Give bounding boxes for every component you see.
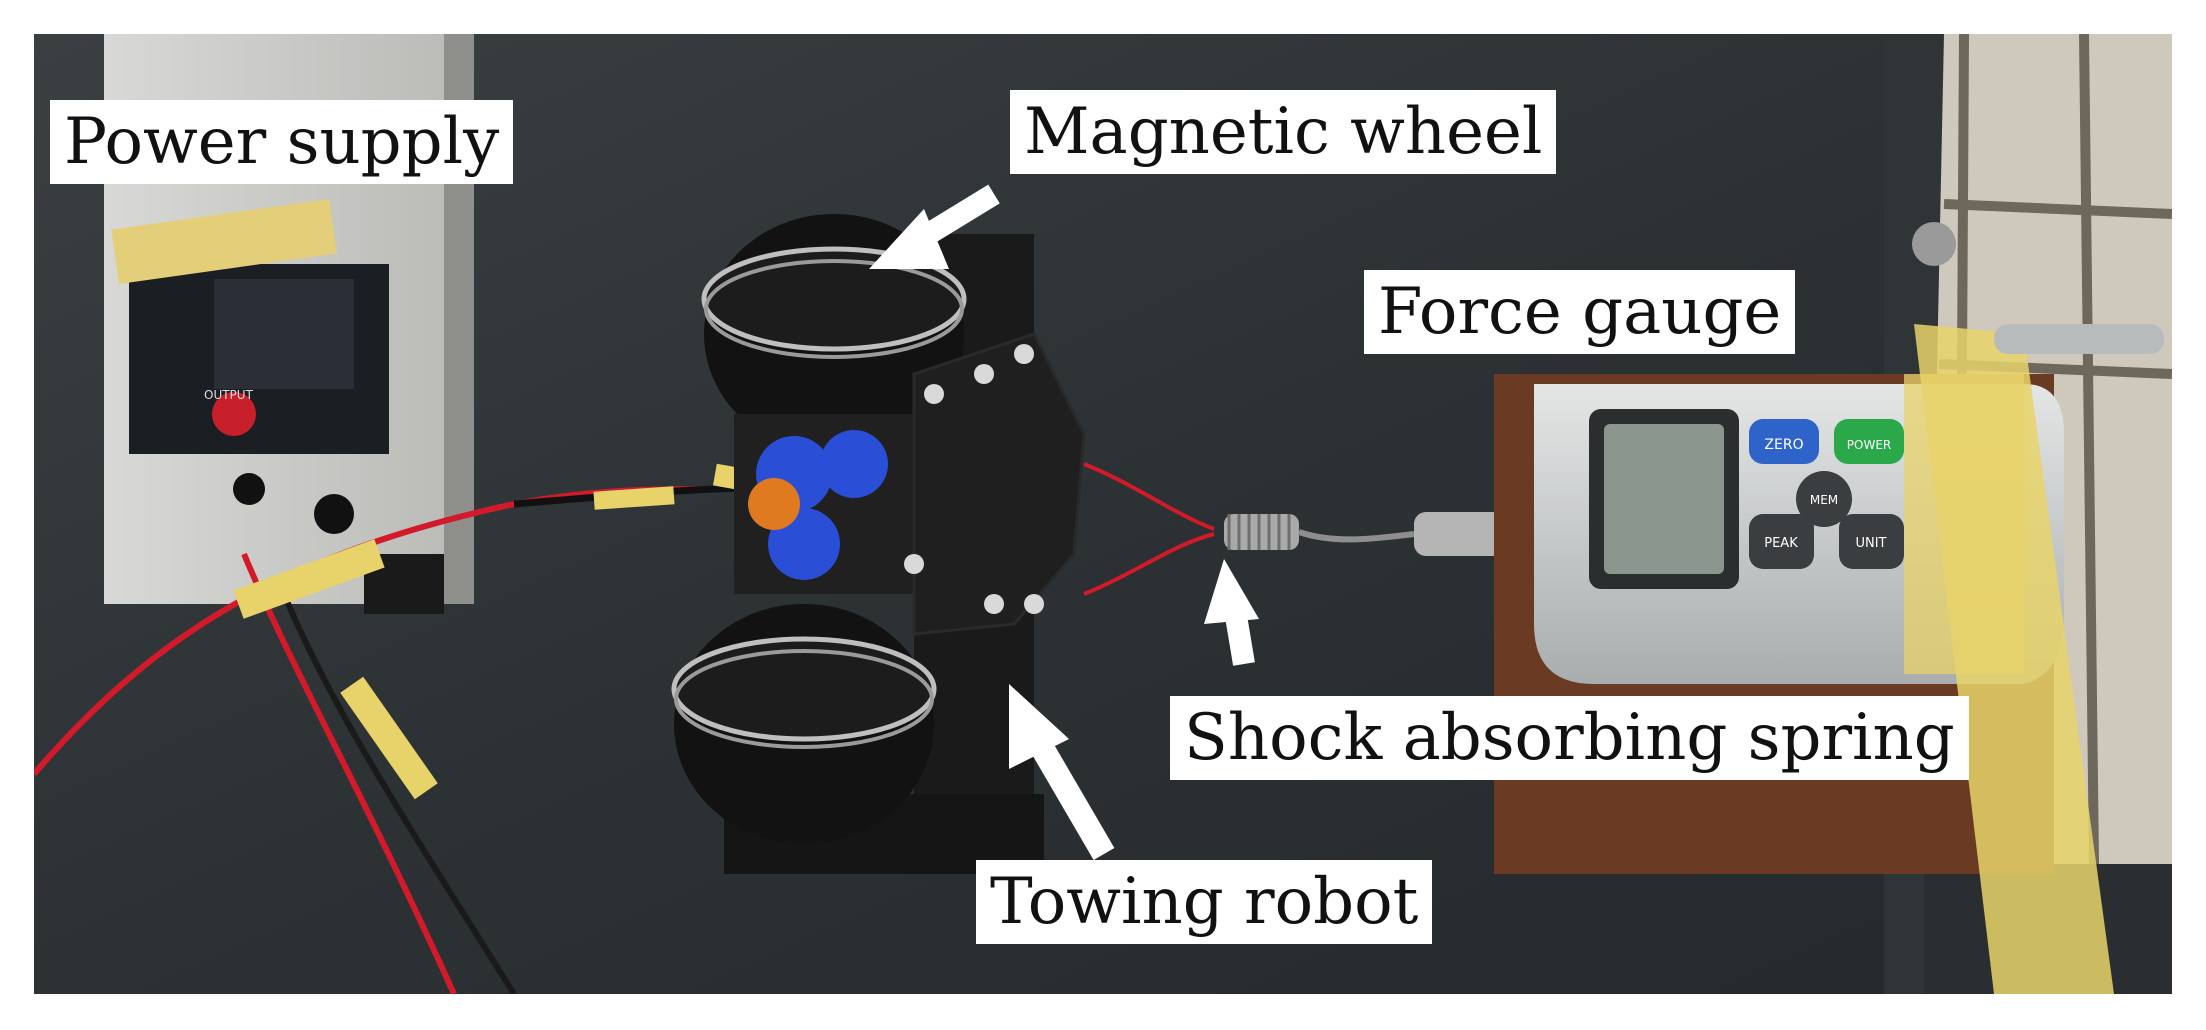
gauge-power-text: POWER (1847, 438, 1891, 452)
gauge-peak-text: PEAK (1764, 536, 1798, 551)
arrow-magnetic-wheel-icon (869, 209, 949, 269)
label-shock-absorbing-spring: Shock absorbing spring (1170, 696, 1969, 780)
arrow-towing-robot-icon (1009, 684, 1069, 769)
gauge-mem-text: MEM (1810, 493, 1838, 507)
arrow-spring-icon (1204, 559, 1259, 624)
label-force-gauge: Force gauge (1364, 270, 1796, 354)
orange-gear-icon (748, 478, 800, 530)
annotation-arrows (869, 184, 1259, 861)
gauge-power-button (1834, 419, 1904, 464)
label-towing-robot: Towing robot (976, 860, 1433, 944)
gauge-zero-text: ZERO (1764, 437, 1803, 453)
towing-robot (671, 214, 1086, 874)
label-power-supply: Power supply (50, 100, 514, 184)
gauge-unit-text: UNIT (1855, 536, 1886, 551)
gauge-zero-button (1749, 419, 1819, 464)
force-gauge-device: ZERO POWER MEM PEAK UNIT (1494, 222, 2164, 994)
output-button-icon (212, 392, 256, 436)
tow-wires (1083, 462, 1215, 596)
power-supply-output-text: OUTPUT (204, 388, 254, 402)
label-magnetic-wheel: Magnetic wheel (1010, 90, 1557, 174)
